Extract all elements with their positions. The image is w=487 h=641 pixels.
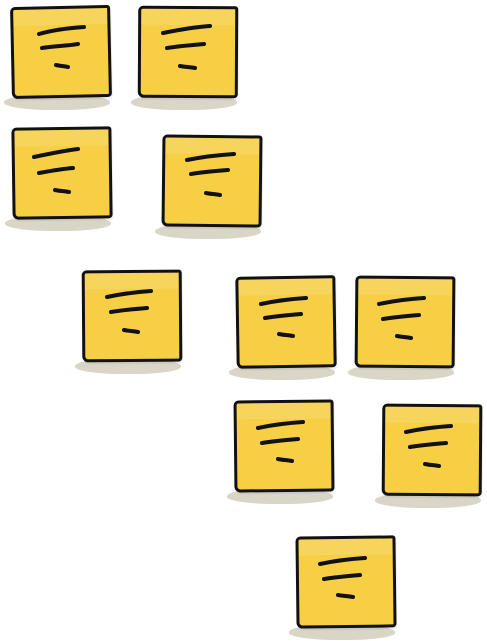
sticky-note-8: [234, 400, 334, 492]
sketch-lines-icon: [11, 6, 111, 98]
sketch-lines-icon: [82, 270, 182, 362]
sketch-lines-icon: [382, 404, 482, 496]
sticky-note-10: [296, 536, 396, 628]
sticky-note-4: [162, 135, 262, 227]
sketch-lines-icon: [296, 536, 396, 628]
sticky-note-9: [382, 404, 482, 496]
sketch-lines-icon: [234, 400, 334, 492]
sticky-note-7: [355, 276, 455, 368]
sticky-note-3: [12, 127, 112, 219]
sticky-note-1: [11, 6, 111, 98]
sticky-note-2: [138, 6, 238, 98]
sticky-note-6: [236, 276, 336, 368]
sketch-lines-icon: [138, 6, 238, 98]
sketch-lines-icon: [355, 276, 455, 368]
sketch-lines-icon: [236, 276, 336, 368]
sketch-lines-icon: [12, 127, 112, 219]
sticky-note-5: [82, 270, 182, 362]
sketch-lines-icon: [162, 135, 262, 227]
